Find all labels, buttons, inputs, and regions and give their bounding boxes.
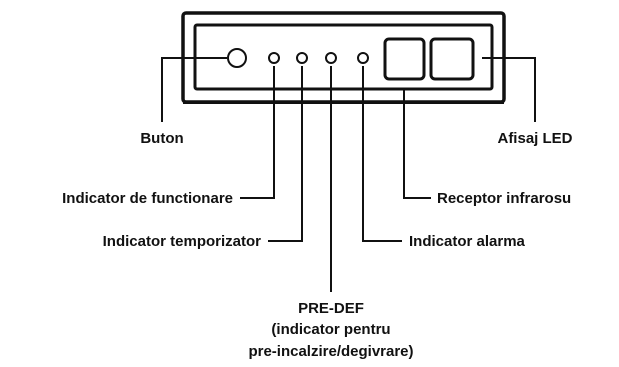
label-indicator-functionare: Indicator de functionare <box>62 190 233 207</box>
label-receptor-infrarosu: Receptor infrarosu <box>437 190 571 207</box>
leader-afisaj-led <box>482 57 536 122</box>
leader-functionare <box>240 66 275 199</box>
infrared-receiver-window <box>383 37 426 81</box>
label-indicator-temporizator: Indicator temporizator <box>103 233 262 250</box>
led-display-window <box>429 37 475 81</box>
label-afisaj-led: Afisaj LED <box>497 130 572 147</box>
leader-lines <box>161 57 536 292</box>
leader-buton <box>161 57 227 122</box>
indicator-led-alarma <box>357 52 369 64</box>
label-pre-def-line2: (indicator pentru <box>271 321 390 338</box>
label-pre-def-line3: pre-incalzire/degivrare) <box>248 343 413 360</box>
power-button <box>227 48 247 68</box>
indicator-led-pre-def <box>325 52 337 64</box>
label-buton: Buton <box>140 130 183 147</box>
leader-receptor <box>403 88 431 199</box>
leader-alarma <box>362 66 402 242</box>
label-indicator-alarma: Indicator alarma <box>409 233 526 250</box>
leader-temporizator <box>268 66 303 242</box>
label-pre-def-title: PRE-DEF <box>298 300 364 317</box>
indicator-led-temporizator <box>296 52 308 64</box>
indicator-led-functionare <box>268 52 280 64</box>
